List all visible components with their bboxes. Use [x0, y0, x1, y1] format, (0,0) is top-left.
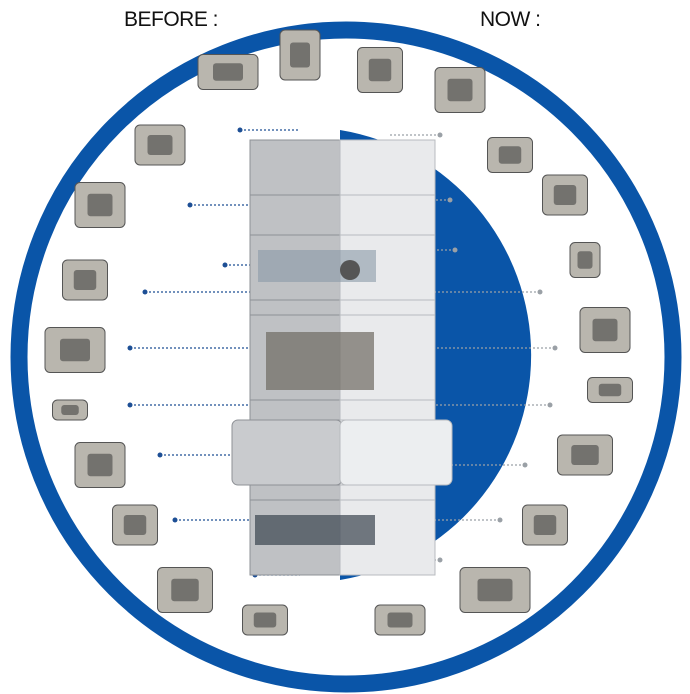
leader-dot: [522, 462, 528, 468]
part-now: [557, 434, 613, 476]
part-before: [62, 259, 108, 301]
module-now: [339, 299, 436, 316]
hplc-instrument-stack: [231, 139, 453, 576]
leader-dot: [452, 247, 458, 253]
leader-dot: [142, 289, 148, 295]
detector-window: [255, 515, 375, 545]
module-before: [249, 484, 341, 501]
leader-dot: [187, 202, 193, 208]
module-front-before: [231, 419, 343, 486]
part-now: [374, 604, 426, 636]
part-before: [112, 504, 158, 546]
module-now: [339, 484, 436, 501]
now-label: NOW :: [480, 8, 541, 31]
part-before: [74, 182, 126, 228]
module-now: [339, 139, 436, 196]
part-before: [157, 567, 213, 613]
module-before: [249, 139, 341, 196]
autosampler-window: [266, 332, 374, 390]
leader-dot: [547, 402, 553, 408]
part-before: [242, 604, 288, 636]
before-label: BEFORE :: [124, 8, 219, 31]
module-front-now: [339, 419, 453, 486]
part-before: [279, 29, 321, 81]
leader-dot: [127, 402, 133, 408]
part-before: [74, 442, 126, 488]
part-now: [522, 504, 568, 546]
part-now: [459, 567, 531, 613]
leader-dot: [552, 345, 558, 351]
module-before: [249, 299, 341, 316]
part-before: [44, 327, 106, 373]
leader-dot: [537, 289, 543, 295]
leader-dot: [157, 452, 163, 458]
part-now: [542, 174, 588, 216]
blue-ring: [10, 21, 682, 693]
module-before: [249, 194, 341, 236]
leader-dot: [437, 557, 443, 563]
part-before: [52, 399, 88, 421]
part-now: [587, 377, 633, 403]
replacement-parts: [44, 29, 633, 636]
leader-dot: [127, 345, 133, 351]
module-before: [249, 399, 341, 421]
leader-dot: [172, 517, 178, 523]
part-now: [569, 242, 601, 278]
part-now: [357, 47, 403, 93]
part-before: [197, 54, 259, 90]
valve-head: [340, 260, 360, 280]
leader-dot: [447, 197, 453, 203]
part-before: [134, 124, 186, 166]
part-now: [487, 137, 533, 173]
part-now: [579, 307, 631, 353]
leader-dot: [497, 517, 503, 523]
module-now: [339, 399, 436, 421]
module-now: [339, 194, 436, 236]
part-now: [434, 67, 486, 113]
leader-dot: [222, 262, 228, 268]
leader-dot: [437, 132, 443, 138]
leader-dot: [237, 127, 243, 133]
